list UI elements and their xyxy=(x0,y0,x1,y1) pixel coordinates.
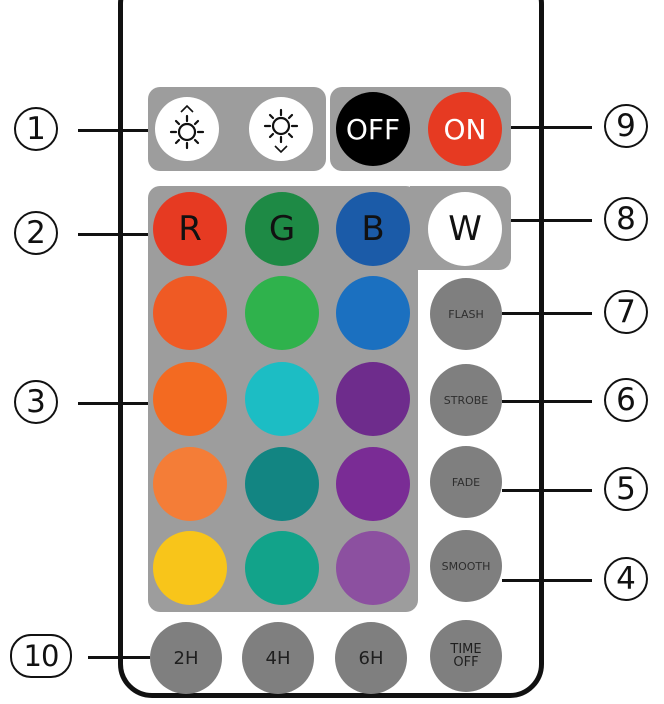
callout-4: 4 xyxy=(604,557,648,601)
callout-7: 7 xyxy=(604,290,648,334)
leader-6 xyxy=(502,400,592,403)
timer-off-label-line2: OFF xyxy=(453,655,479,670)
smooth-label: SMOOTH xyxy=(441,559,491,573)
callout-4-number: 4 xyxy=(616,561,636,597)
on-label: ON xyxy=(443,112,487,146)
green-label: G xyxy=(268,209,296,249)
on-button[interactable]: ON xyxy=(428,92,502,166)
callout-6: 6 xyxy=(604,378,648,422)
callout-6-number: 6 xyxy=(616,382,636,418)
brightness-down-button[interactable] xyxy=(249,97,313,161)
white-label: W xyxy=(448,209,482,249)
color-button-r3c2[interactable] xyxy=(245,447,319,521)
callout-8: 8 xyxy=(604,197,648,241)
smooth-button[interactable]: SMOOTH xyxy=(430,530,502,602)
callout-1: 1 xyxy=(14,107,58,151)
red-button[interactable]: R xyxy=(153,192,227,266)
leader-8 xyxy=(511,219,592,222)
callout-1-number: 1 xyxy=(26,111,46,147)
callout-3: 3 xyxy=(14,380,58,424)
fade-button[interactable]: FADE xyxy=(430,446,502,518)
color-button-r2c2[interactable] xyxy=(245,362,319,436)
off-label: OFF xyxy=(345,112,401,146)
timer-2h-label: 2H xyxy=(173,647,199,669)
brightness-down-icon xyxy=(263,108,299,154)
timer-6h-label: 6H xyxy=(358,647,384,669)
brightness-up-button[interactable] xyxy=(155,97,219,161)
off-button[interactable]: OFF xyxy=(336,92,410,166)
timer-4h-label: 4H xyxy=(265,647,291,669)
color-button-r3c3[interactable] xyxy=(336,447,410,521)
callout-9: 9 xyxy=(604,104,648,148)
fade-label: FADE xyxy=(451,475,481,489)
leader-4 xyxy=(502,579,592,582)
color-button-r2c1[interactable] xyxy=(153,362,227,436)
callout-8-number: 8 xyxy=(616,201,636,237)
flash-label: FLASH xyxy=(448,307,484,321)
timer-2h-button[interactable]: 2H xyxy=(150,622,222,694)
leader-2 xyxy=(78,233,148,236)
leader-3 xyxy=(78,402,148,405)
color-button-r2c3[interactable] xyxy=(336,362,410,436)
timer-6h-button[interactable]: 6H xyxy=(335,622,407,694)
flash-button[interactable]: FLASH xyxy=(430,278,502,350)
callout-5-number: 5 xyxy=(616,471,636,507)
callout-10-number: 10 xyxy=(23,639,60,673)
callout-10: 10 xyxy=(10,634,72,678)
red-label: R xyxy=(178,209,202,249)
callout-7-number: 7 xyxy=(616,294,636,330)
timer-off-label-line1: TIME xyxy=(450,642,482,657)
timer-4h-button[interactable]: 4H xyxy=(242,622,314,694)
leader-9 xyxy=(511,126,592,129)
color-button-r1c1[interactable] xyxy=(153,276,227,350)
callout-9-number: 9 xyxy=(616,108,636,144)
callout-5: 5 xyxy=(604,467,648,511)
brightness-up-icon xyxy=(169,104,205,150)
color-button-r4c2[interactable] xyxy=(245,531,319,605)
callout-2: 2 xyxy=(14,211,58,255)
timer-off-button[interactable]: TIME OFF xyxy=(430,620,502,692)
color-button-r1c2[interactable] xyxy=(245,276,319,350)
color-button-r4c1[interactable] xyxy=(153,531,227,605)
color-button-r4c3[interactable] xyxy=(336,531,410,605)
strobe-button[interactable]: STROBE xyxy=(430,364,502,436)
strobe-label: STROBE xyxy=(443,393,489,407)
leader-1 xyxy=(78,129,148,132)
callout-2-number: 2 xyxy=(26,215,46,251)
green-button[interactable]: G xyxy=(245,192,319,266)
leader-7 xyxy=(502,312,592,315)
color-button-r3c1[interactable] xyxy=(153,447,227,521)
leader-10 xyxy=(88,656,150,659)
callout-3-number: 3 xyxy=(26,384,46,420)
blue-label: B xyxy=(361,209,385,249)
leader-5 xyxy=(502,489,592,492)
color-button-r1c3[interactable] xyxy=(336,276,410,350)
white-button[interactable]: W xyxy=(428,192,502,266)
blue-button[interactable]: B xyxy=(336,192,410,266)
